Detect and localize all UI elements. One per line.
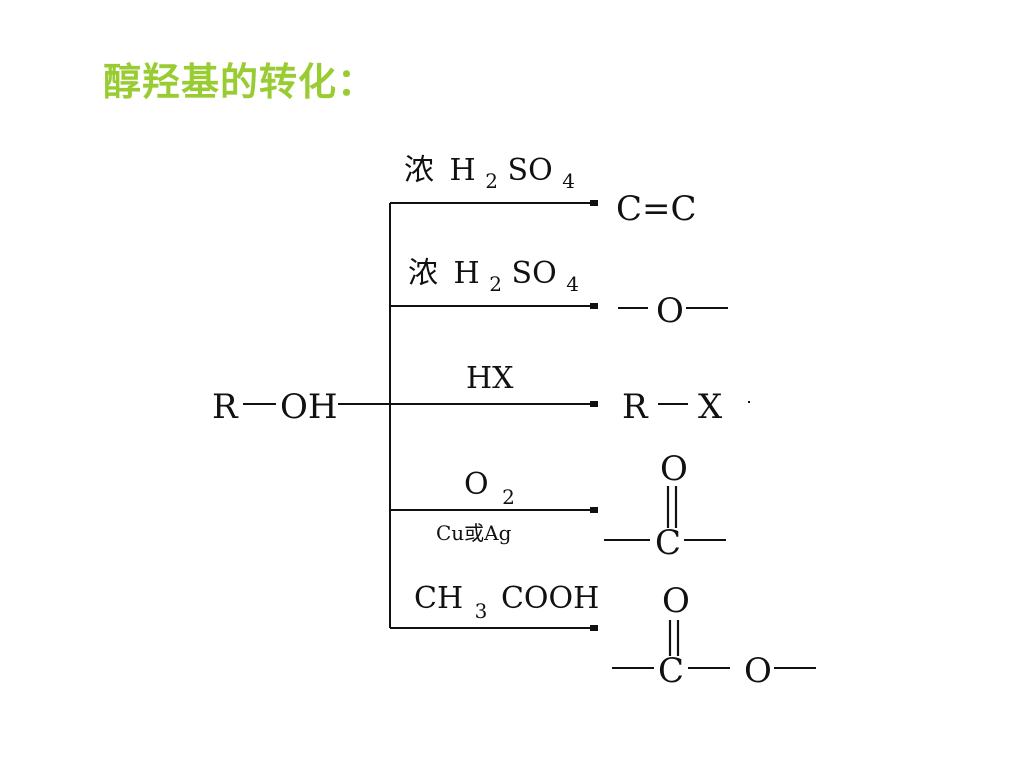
branch-2-reagent-main: 浓	[408, 256, 438, 291]
branch-2-reagent-2: 2	[489, 272, 502, 296]
branch-4-product-c: C	[655, 523, 681, 563]
branch-1-product: C=C	[616, 189, 697, 229]
branch-4-product-o: O	[660, 449, 688, 489]
branch-3-arrowhead	[590, 401, 598, 407]
branch-4-reagent: O 2	[464, 467, 515, 509]
branch-5-reagent-cooh: COOH	[501, 581, 599, 616]
branch-5-arrowhead	[590, 625, 598, 631]
branch-4-condition: Cu或Ag	[436, 521, 512, 545]
branch-1-reagent-2: 2	[485, 169, 498, 193]
branch-1-reagent-4: 4	[562, 169, 575, 193]
branch-1-reagent: 浓 H 2 SO 4	[404, 153, 575, 196]
branch-4-reagent-2: 2	[502, 485, 515, 509]
branch-5-reagent-ch: CH	[414, 581, 463, 616]
branch-3-product-r: R	[622, 387, 649, 427]
branch-2-reagent-h: H	[454, 256, 480, 291]
branch-3-dot	[748, 401, 750, 403]
branch-1-arrowhead	[590, 200, 598, 206]
branch-2-product: O	[656, 291, 684, 331]
branch-2-reagent: 浓 H 2 SO 4	[408, 256, 579, 299]
branch-2-reagent-4: 4	[566, 272, 579, 296]
branch-1-reagent-main: 浓	[404, 153, 434, 188]
branch-2-reagent-so: SO	[512, 256, 557, 291]
branch-4-arrowhead	[590, 507, 598, 513]
branch-1-reagent-h: H	[450, 153, 476, 188]
branch-5-reagent: CH 3 COOH	[414, 581, 599, 626]
branch-4-reagent-o: O	[464, 467, 489, 502]
branch-5-product-o-right: O	[744, 651, 772, 691]
branch-3-product-x: X	[698, 387, 723, 427]
branch-3-reagent: HX	[466, 361, 514, 396]
reactant-r: R	[212, 387, 239, 427]
branch-5-product-o-top: O	[662, 581, 690, 621]
branch-1-reagent-so: SO	[508, 153, 553, 188]
branch-5-reagent-3: 3	[475, 599, 488, 623]
reactant-oh: OH	[280, 387, 338, 427]
branch-5-product-c: C	[658, 651, 684, 691]
slide-title: 醇羟基的转化：	[103, 59, 377, 104]
branch-2-arrowhead	[590, 303, 598, 309]
